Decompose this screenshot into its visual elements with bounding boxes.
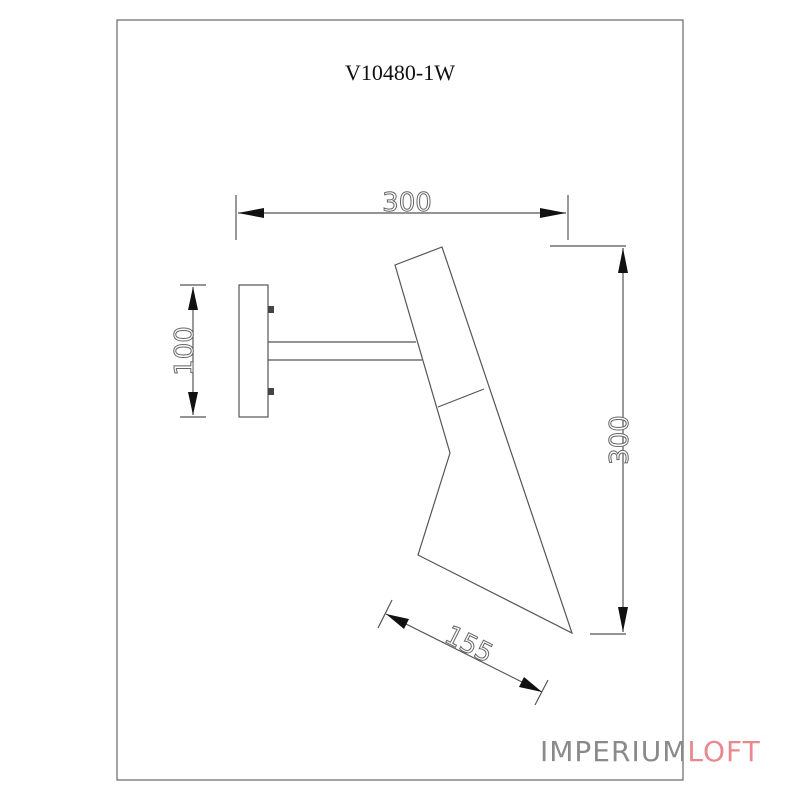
- dimension-width: 300: [235, 188, 569, 240]
- dimension-width-label: 300: [382, 188, 432, 218]
- model-title: V10480-1W: [345, 60, 455, 85]
- screw: [268, 388, 274, 395]
- wall-plate: [238, 284, 274, 418]
- imperiumloft-logo: IMPERIUMLOFT: [540, 735, 761, 768]
- dimension-height-label: 300: [605, 415, 635, 465]
- dimension-height: 300: [550, 245, 636, 635]
- lamp-shade: [394, 246, 574, 635]
- drawing-border: [116, 19, 684, 781]
- dimension-opening-label: 155: [440, 620, 498, 669]
- screw: [268, 306, 274, 313]
- dimension-plate: 100: [170, 284, 206, 418]
- svg-text:IMPERIUMLOFT: IMPERIUMLOFT: [540, 735, 761, 768]
- arm: [268, 341, 422, 361]
- dimension-plate-label: 100: [170, 326, 200, 376]
- dimension-opening: 155: [377, 599, 549, 706]
